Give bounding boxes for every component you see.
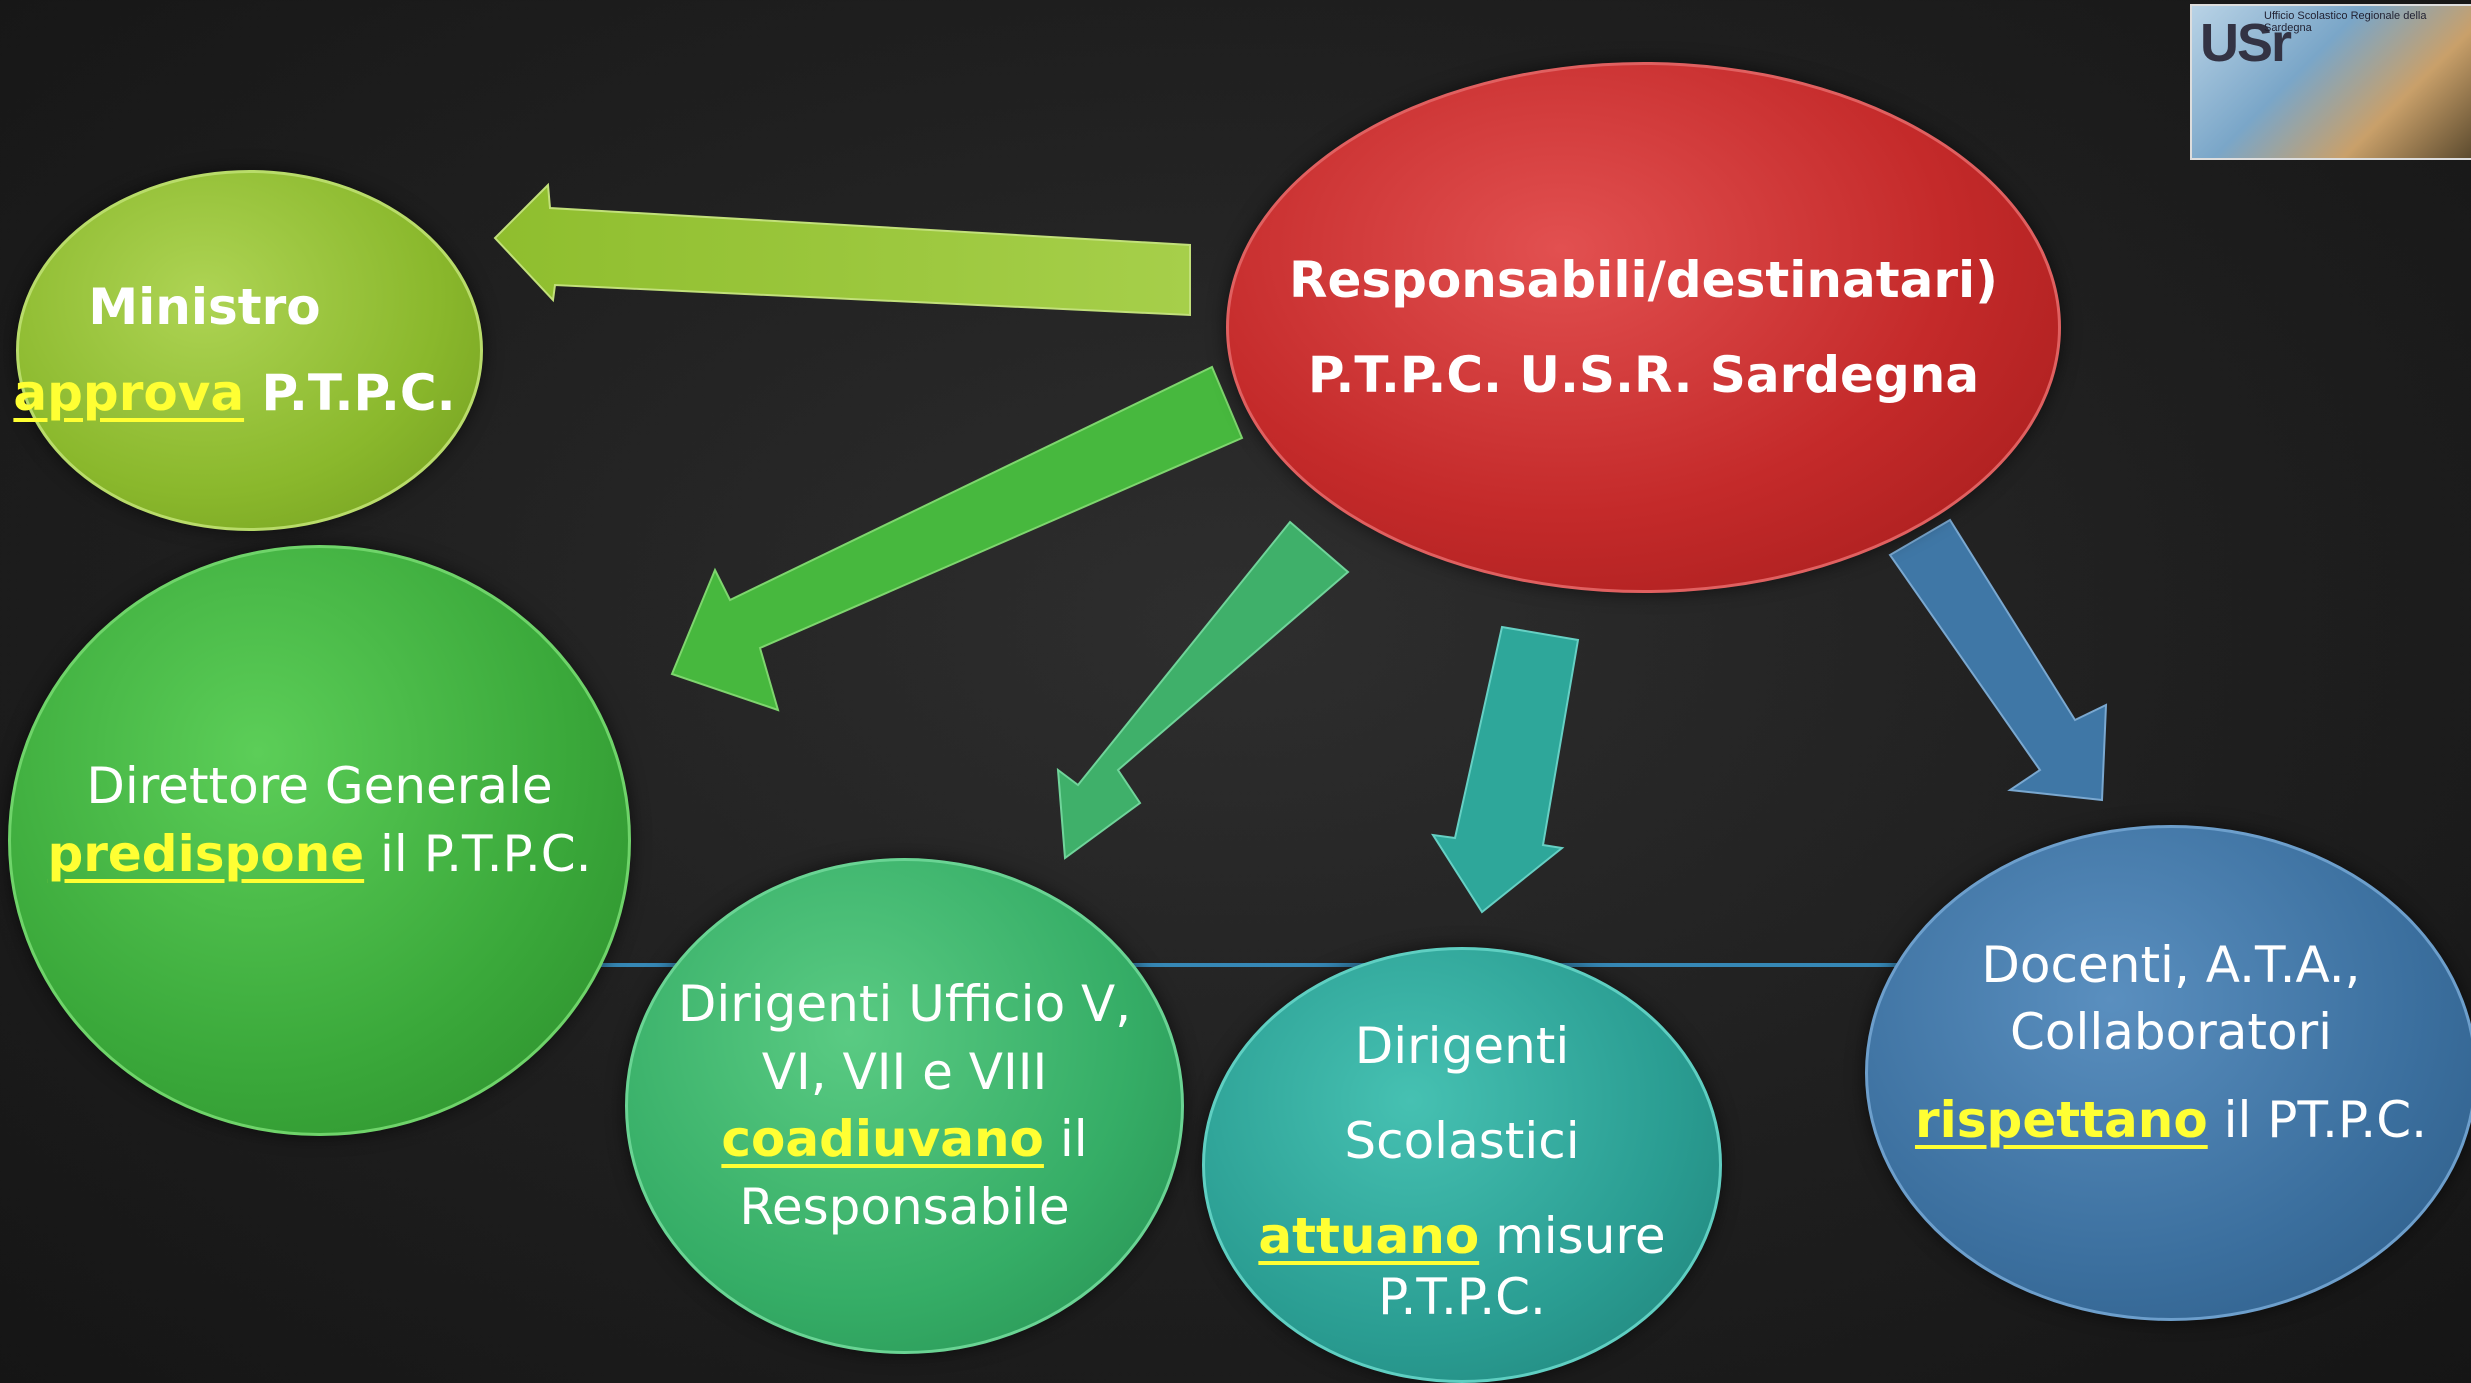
ministro-verb: approva [13, 363, 245, 422]
node-docenti: Docenti, A.T.A., Collaboratori rispettan… [1865, 825, 2471, 1321]
arrow-to-direttore [670, 365, 1244, 712]
scolastici-verb: attuano [1258, 1206, 1480, 1265]
ministro-object: P.T.P.C. [244, 363, 456, 422]
ministro-label: Ministro [88, 278, 321, 336]
scolastici-object: misure [1479, 1206, 1666, 1265]
docenti-object: il PT.P.C. [2207, 1090, 2428, 1149]
ufficio-verb: coadiuvano [721, 1110, 1044, 1168]
node-direttore: Direttore Generale predispone il P.T.P.C… [8, 545, 631, 1136]
logo-caption: Ufficio Scolastico Regionale della Sarde… [2264, 10, 2427, 34]
ufficio-label-1: Dirigenti Ufficio V, [677, 975, 1132, 1033]
node-ministro: Ministro approva P.T.P.C. [13, 170, 483, 531]
node-ufficio: Dirigenti Ufficio V, VI, VII e VIII coad… [625, 858, 1184, 1354]
arrow-to-ufficio [1056, 520, 1350, 860]
arrow-to-docenti [1888, 518, 2108, 802]
direttore-label: Direttore Generale [86, 757, 553, 815]
ufficio-label-4: Responsabile [739, 1177, 1070, 1236]
ufficio-label-2: VI, VII e VIII [761, 1042, 1048, 1101]
usr-sardegna-logo: USr Ufficio Scolastico Regionale della S… [2190, 4, 2471, 160]
arrow-to-scolastici [1430, 625, 1580, 914]
ministro-action: approva P.T.P.C. [13, 360, 455, 428]
node-scolastici: Dirigenti Scolastici attuano misure P.T.… [1202, 947, 1722, 1383]
responsabile-subtitle: P.T.P.C. U.S.R. Sardegna [1307, 345, 1980, 404]
direttore-object: il P.T.P.C. [364, 824, 592, 883]
direttore-verb: predispone [47, 824, 365, 883]
scolastici-label-2: Scolastici [1344, 1111, 1580, 1170]
responsabile-title: Responsabili/destinatari) [1288, 250, 1998, 309]
docenti-label-1: Docenti, A.T.A., [1981, 935, 2361, 994]
docenti-action: rispettano il PT.P.C. [1915, 1087, 2427, 1155]
direttore-action: predispone il P.T.P.C. [47, 821, 591, 889]
scolastici-label-4: P.T.P.C. [1378, 1267, 1546, 1326]
docenti-label-2: Collaboratori [2009, 1003, 2333, 1062]
scolastici-action: attuano misure [1258, 1189, 1665, 1284]
ufficio-action: coadiuvano il [721, 1106, 1087, 1174]
ufficio-object: il [1043, 1110, 1088, 1168]
logo-mark: USr [2200, 13, 2292, 73]
arrow-to-ministro [493, 182, 1191, 317]
node-responsabile: Responsabili/destinatari) P.T.P.C. U.S.R… [1226, 62, 2061, 593]
scolastici-label-1: Dirigenti [1354, 1016, 1570, 1075]
docenti-verb: rispettano [1914, 1090, 2208, 1149]
